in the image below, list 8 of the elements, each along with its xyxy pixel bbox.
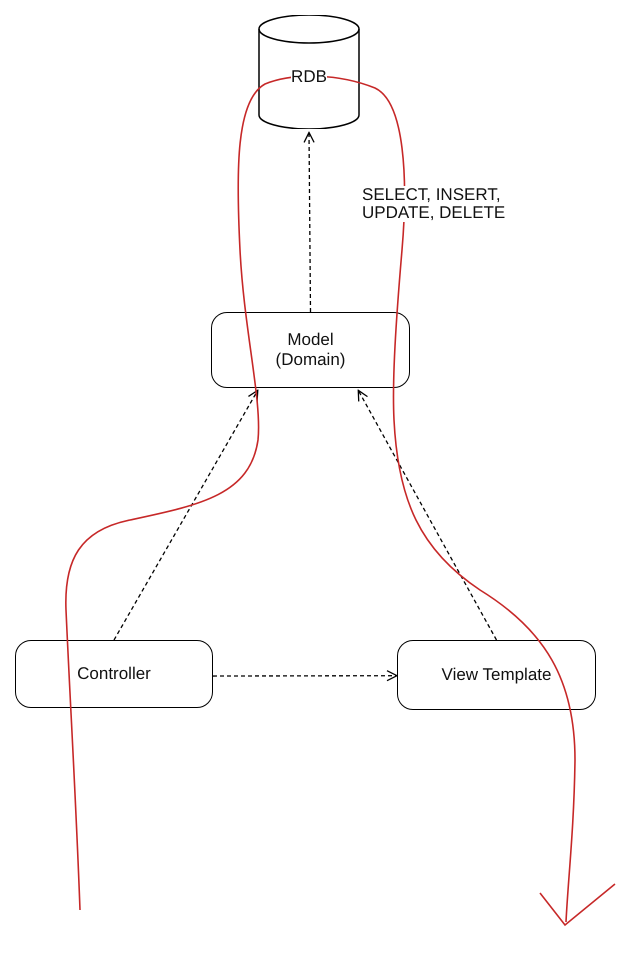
dashed-arrow (213, 670, 398, 682)
process-box (211, 312, 410, 388)
dashed-arrow (113, 390, 258, 640)
node-label: View Template (442, 665, 552, 685)
dashed-arrow (358, 390, 498, 640)
process-box (15, 640, 213, 708)
process-box (397, 640, 596, 710)
dashed-arrow (303, 132, 315, 312)
